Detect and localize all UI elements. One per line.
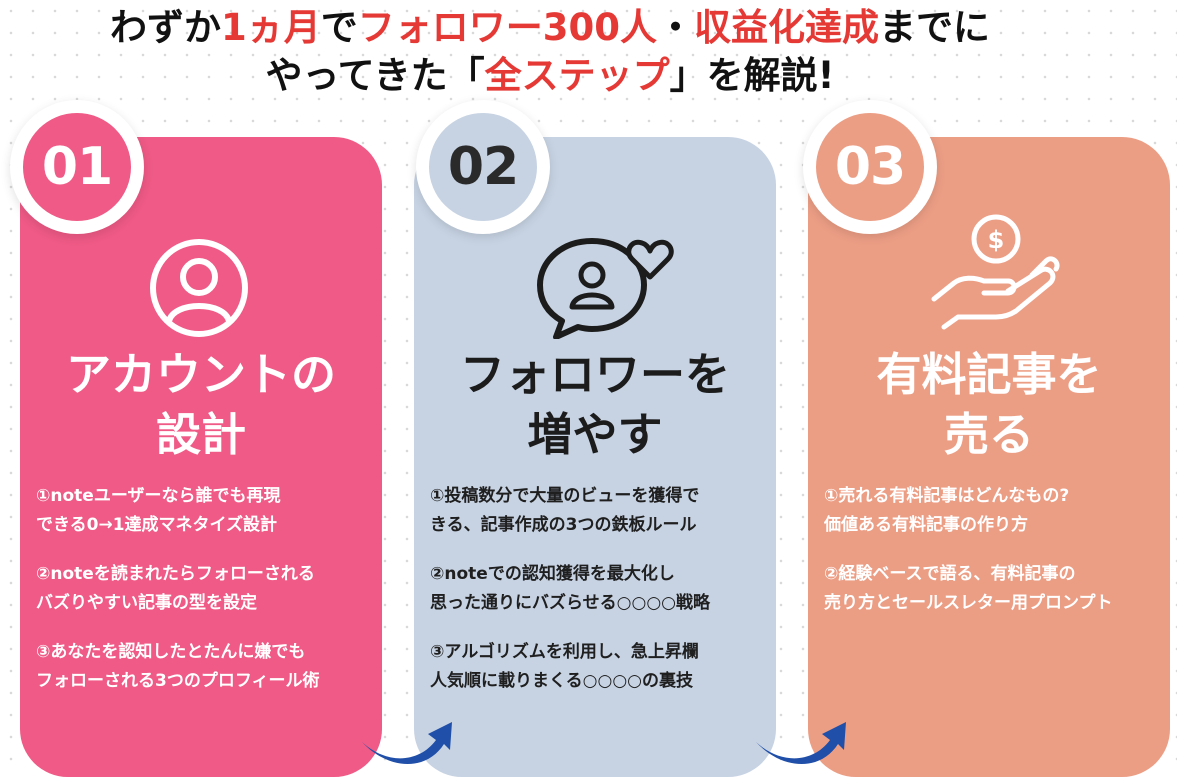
headline-segment: 」を解説! (669, 54, 835, 97)
step-item: ②noteを読まれたらフォローされる バズりやすい記事の型を設定 (36, 564, 315, 613)
step-item: ①投稿数分で大量のビューを獲得で きる、記事作成の3つの鉄板ルール (430, 486, 700, 535)
step-number-badge-2: 02 (416, 100, 550, 234)
step-number-badge-1: 01 (10, 100, 144, 234)
step-card-3: $ 有料記事を 売る ①売れる有料記事はどんなもの? 価値ある有料記事の作り方 … (808, 137, 1170, 777)
speech-bubble-user-heart-icon (537, 238, 674, 339)
step-title-line-2: 設計 (155, 408, 246, 461)
step-number: 02 (429, 113, 537, 221)
headline-segment: で (320, 6, 358, 49)
step-title-line-2: 増やす (527, 408, 663, 461)
headline-segment-accent: フォロワー300人 (357, 6, 657, 49)
headline-segment-accent: 収益化達成 (693, 6, 879, 49)
step-title: フォロワーを 増やす (414, 345, 776, 465)
svg-text:$: $ (988, 226, 1005, 254)
step-items: ①売れる有料記事はどんなもの? 価値ある有料記事の作り方 ②経験ベースで語る、有… (824, 482, 1170, 638)
step-item: ③アルゴリズムを利用し、急上昇欄 人気順に載りまくる○○○○の裏技 (430, 642, 699, 691)
step-item: ②noteでの認知獲得を最大化し 思った通りにバズらせる○○○○戦略 (430, 564, 710, 613)
step-title: アカウントの 設計 (20, 345, 382, 465)
step-card-1: アカウントの 設計 ①noteユーザーなら誰でも再現 できる0→1達成マネタイズ… (20, 137, 382, 777)
headline-line-1: わずか1ヵ月でフォロワー300人・収益化達成までに (0, 4, 1100, 52)
step-card-2: フォロワーを 増やす ①投稿数分で大量のビューを獲得で きる、記事作成の3つの鉄… (414, 137, 776, 777)
step-item: ③あなたを認知したとたんに嫌でも フォローされる3つのプロフィール術 (36, 642, 320, 691)
step-title-line-2: 売る (943, 408, 1034, 461)
step-title-line-1: フォロワーを (459, 348, 730, 401)
headline-line-2: やってきた「全ステップ」を解説! (0, 52, 1100, 100)
headline-segment: やってきた「 (265, 54, 485, 97)
step-number: 01 (23, 113, 131, 221)
step-number-badge-3: 03 (803, 100, 937, 234)
hand-coin-icon: $ (931, 214, 1060, 330)
step-items: ①noteユーザーなら誰でも再現 できる0→1達成マネタイズ設計 ②noteを読… (36, 482, 382, 716)
step-item: ②経験ベースで語る、有料記事の 売り方とセールスレター用プロンプト (824, 564, 1113, 613)
step-title-line-1: アカウントの (65, 348, 336, 401)
arrow-right-icon (362, 722, 452, 765)
step-items: ①投稿数分で大量のビューを獲得で きる、記事作成の3つの鉄板ルール ②noteで… (430, 482, 776, 716)
headline-segment-accent: 全ステップ (484, 54, 670, 97)
headline-segment-accent: 1ヵ月 (221, 6, 321, 49)
arrow-right-icon (756, 722, 846, 765)
step-title-line-1: 有料記事を (876, 348, 1102, 401)
headline-segment: わずか (110, 6, 221, 49)
step-item: ①noteユーザーなら誰でも再現 できる0→1達成マネタイズ設計 (36, 486, 281, 535)
headline-segment: ・ (656, 6, 694, 49)
step-item: ①売れる有料記事はどんなもの? 価値ある有料記事の作り方 (824, 486, 1070, 535)
headline: わずか1ヵ月でフォロワー300人・収益化達成までに やってきた「全ステップ」を解… (0, 4, 1100, 100)
step-number: 03 (816, 113, 924, 221)
headline-segment: までに (878, 6, 990, 49)
user-circle-icon (150, 239, 248, 337)
step-title: 有料記事を 売る (808, 345, 1170, 465)
